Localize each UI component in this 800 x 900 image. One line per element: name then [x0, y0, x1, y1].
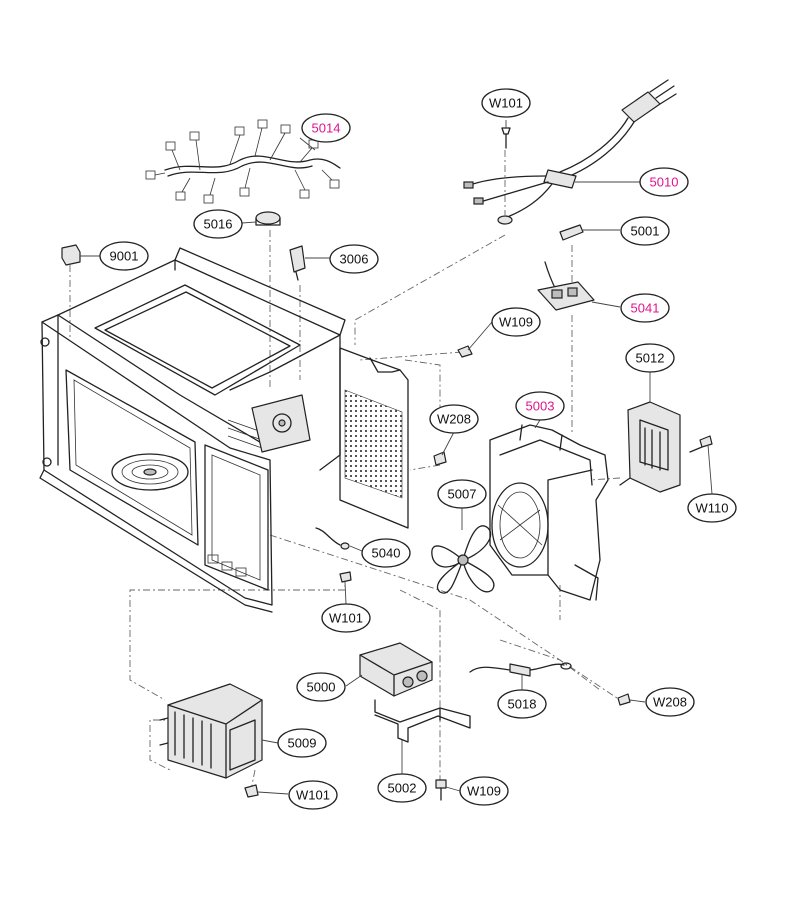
bracket-5002	[374, 699, 471, 743]
wire-5018	[469, 662, 572, 677]
callout-w109-mid: W109	[491, 307, 541, 337]
svg-text:5018: 5018	[508, 697, 537, 712]
assembly-guide-lines	[69, 150, 621, 796]
callout-w110: W110	[687, 493, 737, 523]
screw-w110	[689, 435, 713, 453]
thermostat-5016	[255, 211, 281, 226]
callout-w101-mid: W101	[321, 603, 371, 633]
svg-text:5014: 5014	[312, 121, 341, 136]
svg-text:5001: 5001	[631, 224, 660, 239]
air-duct-5003	[489, 424, 609, 601]
svg-text:5040: 5040	[372, 546, 401, 561]
svg-text:5002: 5002	[388, 781, 417, 796]
callout-5018: 5018	[497, 689, 547, 719]
svg-text:5012: 5012	[636, 351, 665, 366]
screw-w101-mid	[339, 571, 352, 583]
svg-text:W109: W109	[467, 784, 501, 799]
callout-5000: 5000	[296, 672, 346, 702]
callout-9001: 9001	[99, 241, 149, 271]
callout-5009: 5009	[277, 728, 327, 758]
svg-text:W109: W109	[499, 315, 533, 330]
part-9001	[61, 244, 81, 266]
callout-5040: 5040	[361, 538, 411, 568]
capacitor-5000	[359, 642, 433, 697]
callout-5010: 5010	[639, 167, 689, 197]
screw-w208-mid	[433, 451, 447, 466]
callout-5002: 5002	[377, 773, 427, 803]
noise-filter-5041	[537, 261, 595, 311]
switch-3006	[289, 245, 306, 281]
callout-5016: 5016	[193, 209, 243, 239]
fan-blade-5007	[431, 525, 495, 594]
callout-3006: 3006	[329, 244, 379, 274]
svg-text:5016: 5016	[204, 217, 233, 232]
bracket-5012	[619, 401, 681, 493]
callout-w208-mid: W208	[429, 404, 479, 434]
cabinet-cavity-assembly	[39, 247, 346, 613]
svg-text:W208: W208	[653, 695, 687, 710]
svg-text:5003: 5003	[526, 399, 555, 414]
leader-lines	[80, 120, 713, 795]
svg-text:W208: W208	[437, 412, 471, 427]
callout-w101-top: W101	[481, 88, 531, 118]
svg-text:5041: 5041	[631, 301, 660, 316]
svg-text:5010: 5010	[650, 175, 679, 190]
screw-w208-low	[617, 693, 631, 706]
callout-5012: 5012	[625, 343, 675, 373]
svg-text:5000: 5000	[307, 680, 336, 695]
callout-5007: 5007	[437, 479, 487, 509]
svg-text:5007: 5007	[448, 487, 477, 502]
screw-w109-low	[435, 779, 447, 801]
svg-text:W110: W110	[696, 501, 729, 516]
back-panel	[339, 347, 409, 529]
svg-text:W101: W101	[296, 788, 330, 803]
callout-5001: 5001	[620, 216, 670, 246]
svg-text:W101: W101	[329, 611, 363, 626]
svg-text:3006: 3006	[340, 252, 369, 267]
callout-w208-low: W208	[645, 687, 695, 717]
wire-harness-5014	[145, 119, 341, 204]
svg-text:9001: 9001	[110, 249, 139, 264]
callout-5041: 5041	[620, 293, 670, 323]
svg-text:W101: W101	[489, 96, 523, 111]
callout-w101-low: W101	[288, 780, 338, 810]
power-cord-5010	[463, 79, 677, 225]
svg-text:5009: 5009	[288, 736, 317, 751]
callout-5003: 5003	[515, 391, 565, 421]
callout-w109-low: W109	[459, 776, 509, 806]
wire-5040	[315, 527, 350, 550]
screw-w101-top	[501, 127, 511, 149]
screw-w101-low	[244, 784, 259, 798]
callout-5014: 5014	[301, 113, 351, 143]
fuse-5001	[559, 224, 584, 241]
magnetron-5009	[159, 683, 263, 779]
